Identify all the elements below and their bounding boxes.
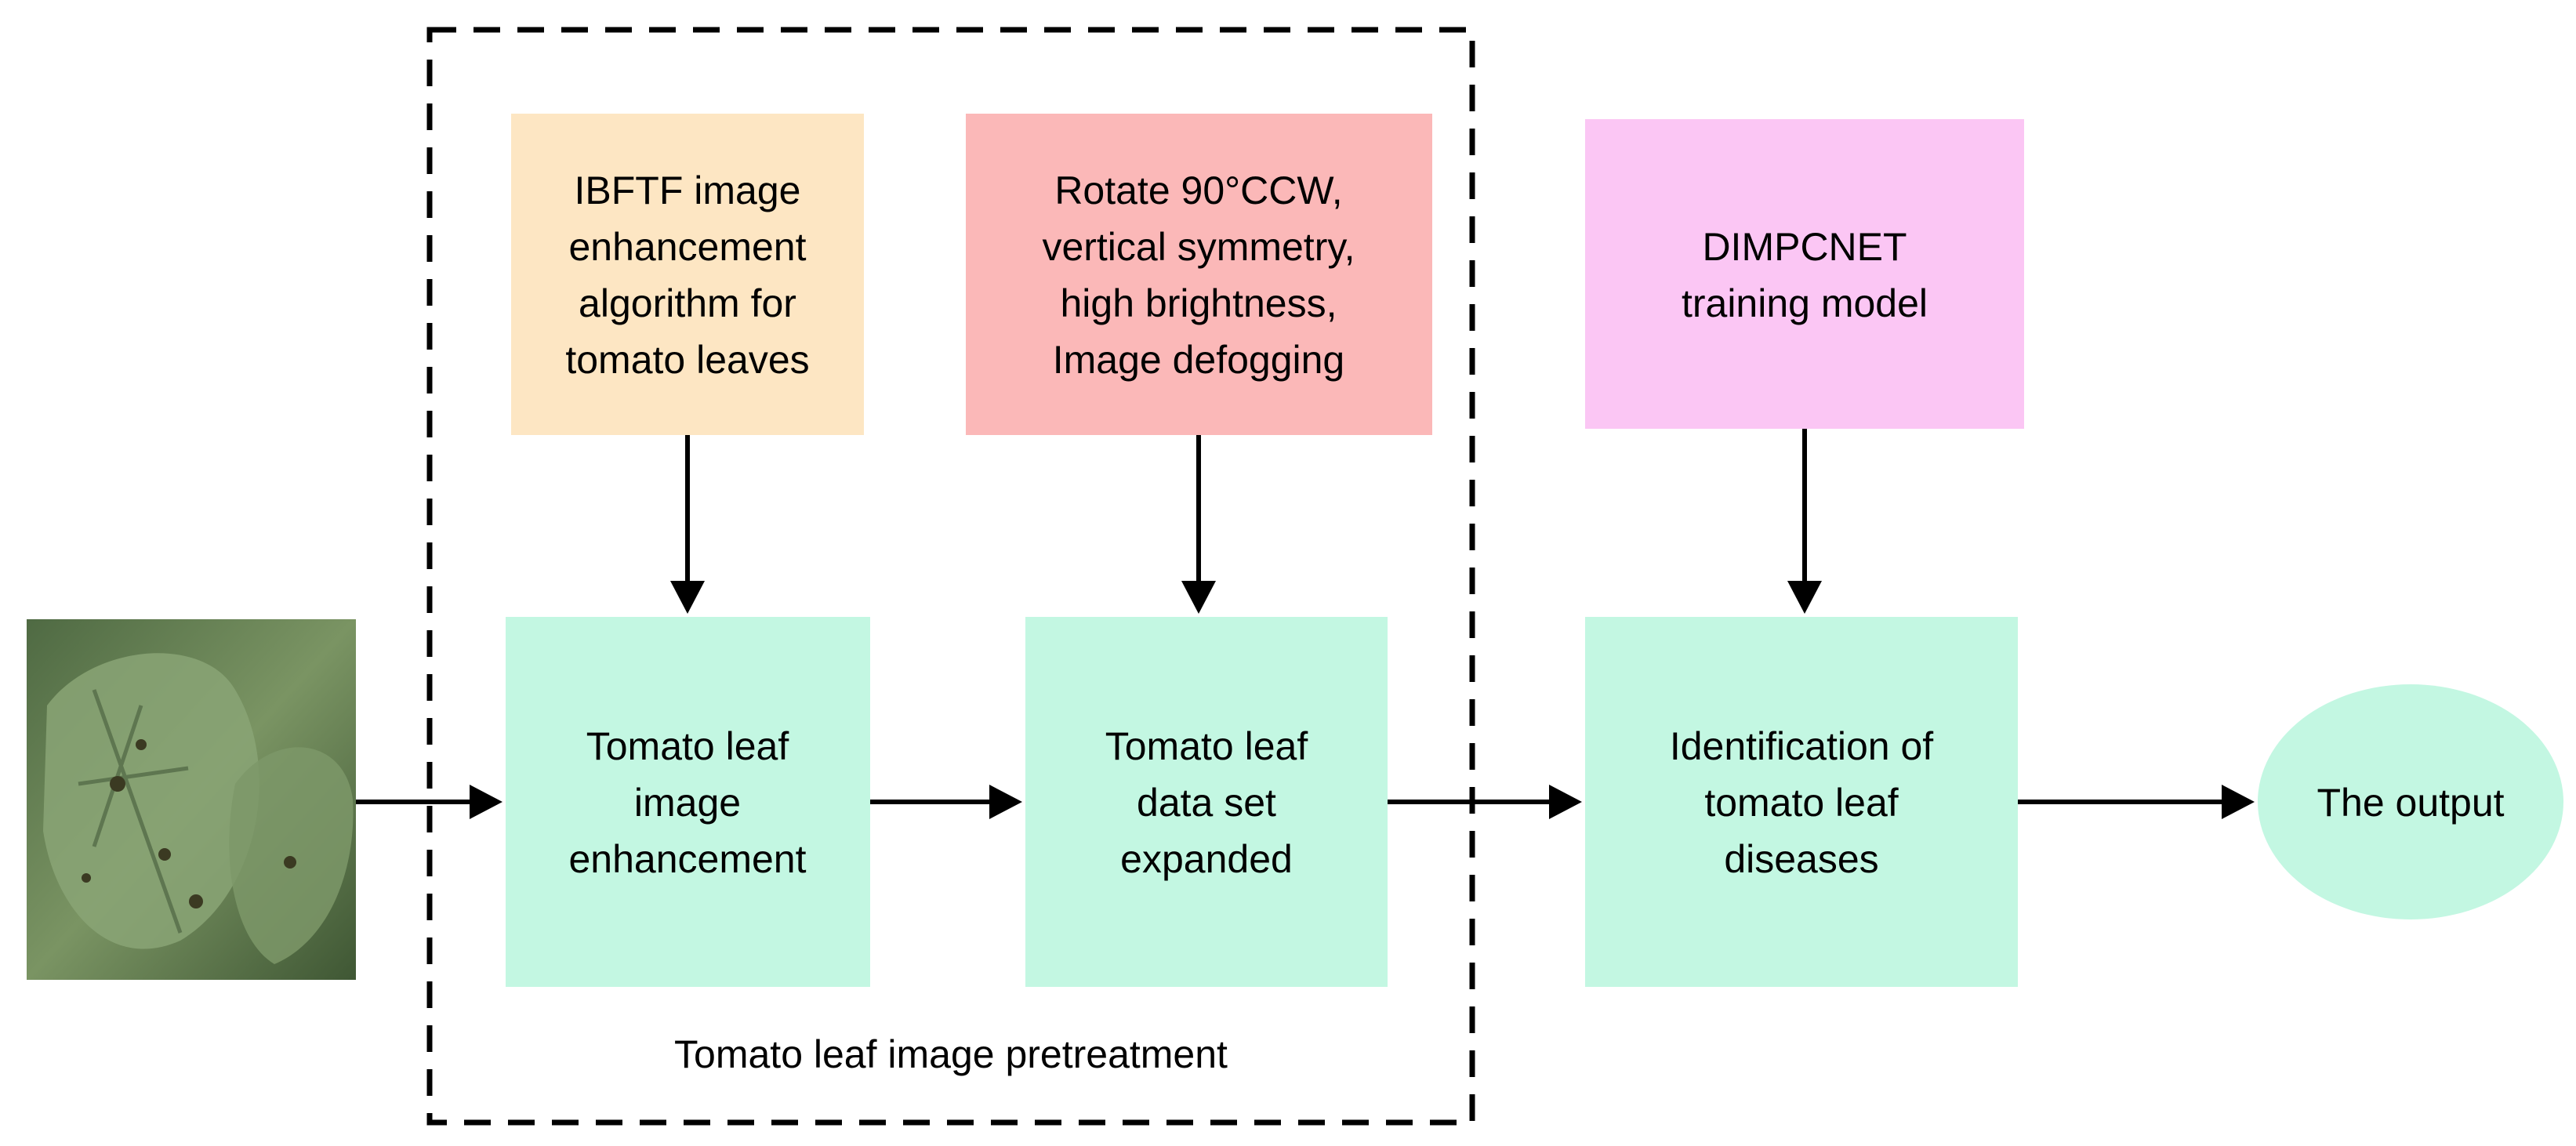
box-text-line: image <box>634 781 741 825</box>
arrow-enhancement-to-dataset <box>870 785 1022 819</box>
pretreatment-group-label: Tomato leaf image pretreatment <box>674 1032 1228 1076</box>
pretreatment-group-border <box>426 27 1475 1126</box>
box-text-line: tomato leaf <box>1704 781 1898 825</box>
box-text-line: IBFTF image <box>575 169 801 212</box>
arrow-enhancement-down <box>670 435 705 614</box>
svg-text:Rotate 90°CCW,vertical symmetr: Rotate 90°CCW, vertical symmetry, high bri… <box>1042 169 1355 382</box>
box-text-line: data set <box>1137 781 1276 825</box>
box-text-line: Identification of <box>1670 724 1933 768</box>
flow-arrows <box>356 429 2255 819</box>
arrow-augmentation-down <box>1181 435 1216 614</box>
enhancement-method-box: IBFTF image enhancement algorithm for tomat… <box>511 114 864 435</box>
box-text-line: algorithm for <box>579 281 796 325</box>
box-text-line: expanded <box>1120 837 1293 881</box>
box-text-line: tomato leaves <box>565 338 809 382</box>
box-text-line: vertical symmetry, <box>1042 225 1355 269</box>
box-text-line: enhancement <box>568 225 806 269</box>
box-text-line: Rotate 90°CCW, <box>1054 169 1342 212</box>
arrow-input-to-enhancement <box>356 785 503 819</box>
box-text-line: Image defogging <box>1053 338 1345 382</box>
arrow-model-down <box>1787 429 1822 614</box>
augmentation-method-box: Rotate 90°CCW, vertical symmetry, high bri… <box>966 114 1432 435</box>
dataset-expanded-box: Tomato leaf data set expanded <box>1025 617 1388 987</box>
output-label: The output <box>2317 781 2504 825</box>
box-text-line: enhancement <box>568 837 806 881</box>
box-text-line: Tomato leaf <box>1105 724 1308 768</box>
input-leaf-image <box>27 619 356 980</box>
box-text-line: Tomato leaf <box>586 724 789 768</box>
box-text-line: training model <box>1682 281 1928 325</box>
arrow-identification-to-output <box>2018 785 2255 819</box>
arrow-dataset-to-identification <box>1388 785 1582 819</box>
box-text-line: diseases <box>1724 837 1878 881</box>
output-node: The output <box>2258 684 2563 919</box>
box-text-line: DIMPCNET <box>1702 225 1907 269</box>
disease-identification-box: Identification of tomato leaf diseases <box>1585 617 2018 987</box>
model-training-box: DIMPCNET training model <box>1585 119 2024 429</box>
box-text-line: high brightness, <box>1060 281 1337 325</box>
leaf-enhancement-box: Tomato leaf image enhancement <box>506 617 870 987</box>
